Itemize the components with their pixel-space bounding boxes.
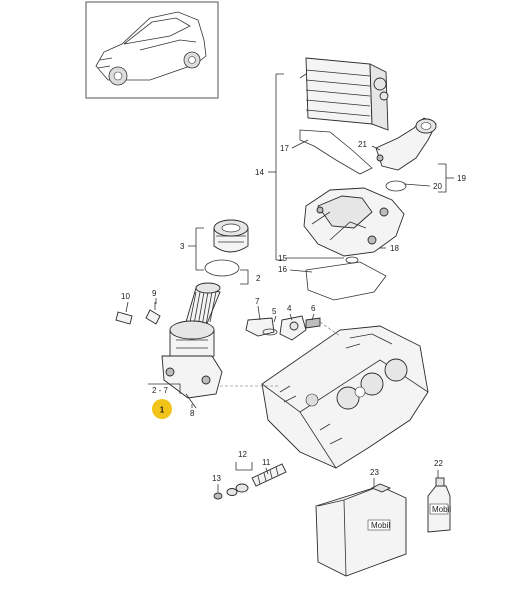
callout-15[interactable]: 15 [278,254,287,263]
callout-10[interactable]: 10 [121,292,130,301]
callout-3[interactable]: 3 [180,242,185,251]
oil-brand-large: Mobil [371,521,390,530]
leader-lines [125,73,454,492]
callout-6[interactable]: 6 [311,304,316,313]
callout-23[interactable]: 23 [370,468,379,477]
callout-11[interactable]: 11 [262,458,271,467]
oil-module-housing [303,187,405,257]
part-12 [226,483,249,496]
oil-cooler-gasket [299,129,373,175]
thermostat-o-ring [385,180,407,192]
callout-22[interactable]: 22 [434,459,443,468]
callout-9[interactable]: 9 [152,289,157,298]
filter-cap-o-ring [204,259,240,277]
callout-16[interactable]: 16 [278,265,287,274]
callout-12[interactable]: 12 [238,450,247,459]
callout-2-7[interactable]: 2 - 7 [152,386,169,395]
callout-13[interactable]: 13 [212,474,221,483]
oil-filter-housing-lower [161,320,223,399]
part-4-thermostat [279,315,307,341]
callout-21[interactable]: 21 [358,140,367,149]
callout-4[interactable]: 4 [287,304,292,313]
callout-14[interactable]: 14 [255,168,264,177]
part-7-seal [262,328,278,336]
oil-brand-small: Mobil [432,505,451,514]
callout-18[interactable]: 18 [390,244,399,253]
callout-5[interactable]: 5 [272,307,277,316]
gasket-16 [305,261,387,301]
oil-cooler [305,57,389,131]
callout-8[interactable]: 8 [190,409,195,418]
sensor-10 [115,311,133,325]
oil-filter-cap [213,219,249,253]
oil-filter-element [185,282,221,329]
part-13 [213,492,223,500]
bolt-8 [185,393,197,409]
callouts: 1 2 2 - 7 3 4 5 6 7 8 9 10 11 12 13 14 1… [121,140,466,483]
callout-2[interactable]: 2 [256,274,261,283]
callout-20[interactable]: 20 [433,182,442,191]
part-6-plug [305,317,321,329]
callout-7[interactable]: 7 [255,297,260,306]
oil-canister-large: Mobil [315,483,407,577]
vehicle-thumbnail [85,1,219,99]
part-11 [251,463,287,487]
part-5-gasket [245,317,275,337]
callout-1[interactable]: 1 [160,406,165,415]
seal-ring-15 [345,256,359,264]
callout-17[interactable]: 17 [280,144,289,153]
sensor-9 [145,302,161,325]
oil-bottle-small: Mobil [427,477,451,533]
engine-block [261,325,429,469]
callout-1-highlight[interactable] [152,399,172,419]
thermostat-housing [375,117,437,171]
callout-19[interactable]: 19 [457,174,466,183]
